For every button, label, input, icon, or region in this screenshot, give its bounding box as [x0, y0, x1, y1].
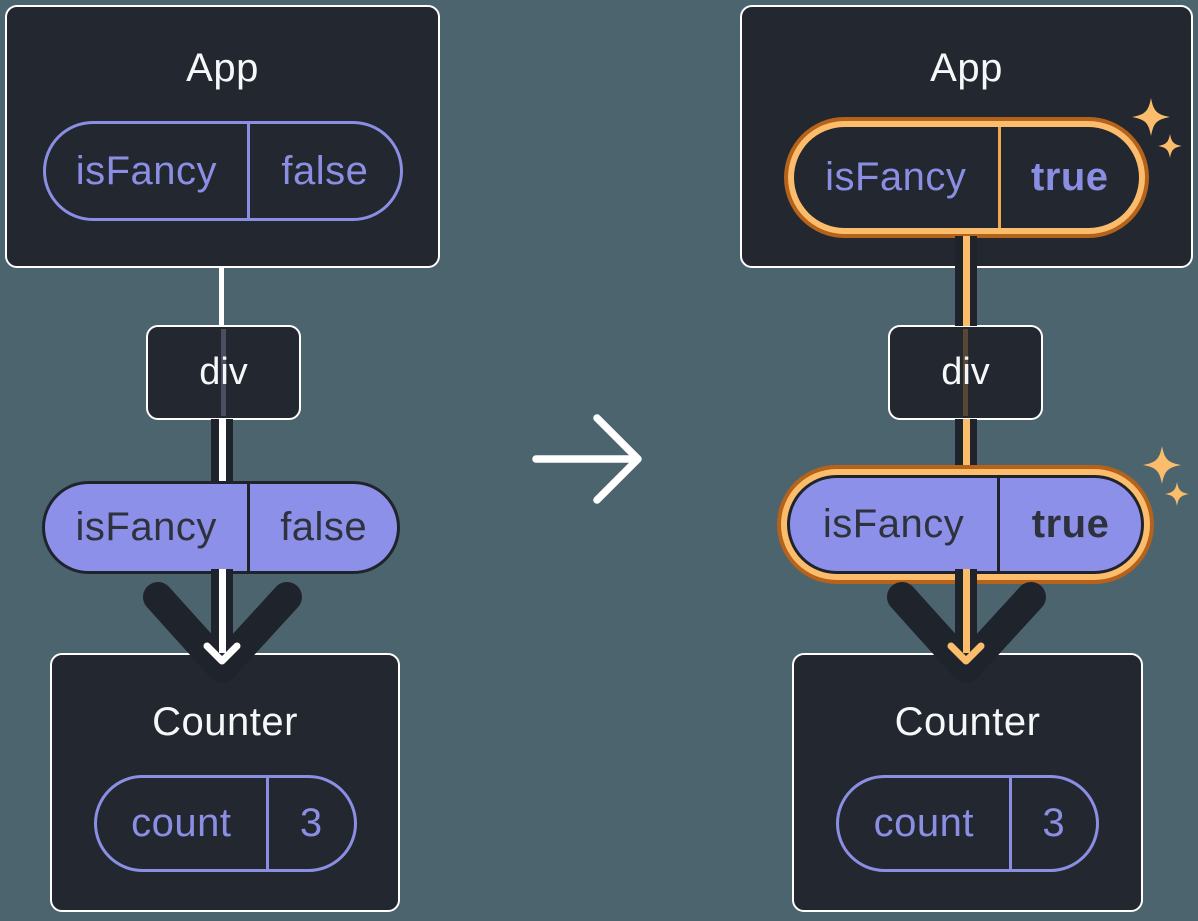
- state-value: false: [247, 124, 399, 218]
- div-to-prop-link: [211, 419, 233, 482]
- counter-card: Counter count 3: [792, 653, 1143, 912]
- state-pass-line: [221, 329, 226, 416]
- div-box: div: [146, 325, 301, 420]
- prop-key: isFancy: [75, 505, 217, 549]
- count-pill: count 3: [93, 775, 357, 872]
- state-key: isFancy: [825, 155, 967, 199]
- prop-key: isFancy: [822, 502, 965, 546]
- prop-value: false: [247, 484, 397, 571]
- counter-card: Counter count 3: [50, 653, 400, 912]
- div-box: div: [888, 325, 1043, 420]
- count-key: count: [131, 801, 232, 845]
- highlight-ring: isFancy true: [777, 465, 1154, 584]
- count-pill: count 3: [836, 775, 1099, 872]
- highlight-ring: isFancy true: [784, 117, 1149, 238]
- sparkle-icon: [1143, 446, 1181, 484]
- state-pill: isFancy true: [794, 127, 1139, 228]
- state-key: isFancy: [75, 148, 218, 193]
- state-pass-line: [963, 329, 968, 416]
- sparkle-icon: [1158, 134, 1182, 158]
- app-to-div-link: [955, 236, 977, 326]
- div-label: div: [199, 351, 248, 393]
- state-value: true: [997, 127, 1139, 228]
- app-to-div-link: [219, 266, 224, 326]
- counter-title: Counter: [894, 700, 1041, 744]
- counter-title: Counter: [152, 700, 298, 744]
- prop-value: true: [997, 478, 1141, 571]
- sparkle-icon: [1165, 482, 1189, 506]
- app-title: App: [930, 46, 1003, 90]
- count-key: count: [873, 801, 974, 845]
- prop-pill: isFancy true: [787, 475, 1144, 574]
- app-card: App isFancy true: [740, 5, 1193, 268]
- app-title: App: [186, 46, 259, 90]
- count-value: 3: [1008, 778, 1096, 869]
- app-card: App isFancy false: [5, 5, 440, 268]
- render-down-arrow-icon: [887, 569, 1046, 683]
- transition-right-arrow-icon: [532, 414, 642, 504]
- div-label: div: [941, 351, 990, 393]
- sparkle-icon: [1132, 98, 1170, 136]
- render-down-arrow-icon: [143, 569, 302, 683]
- count-value: 3: [266, 778, 353, 869]
- state-pill: isFancy false: [42, 121, 403, 221]
